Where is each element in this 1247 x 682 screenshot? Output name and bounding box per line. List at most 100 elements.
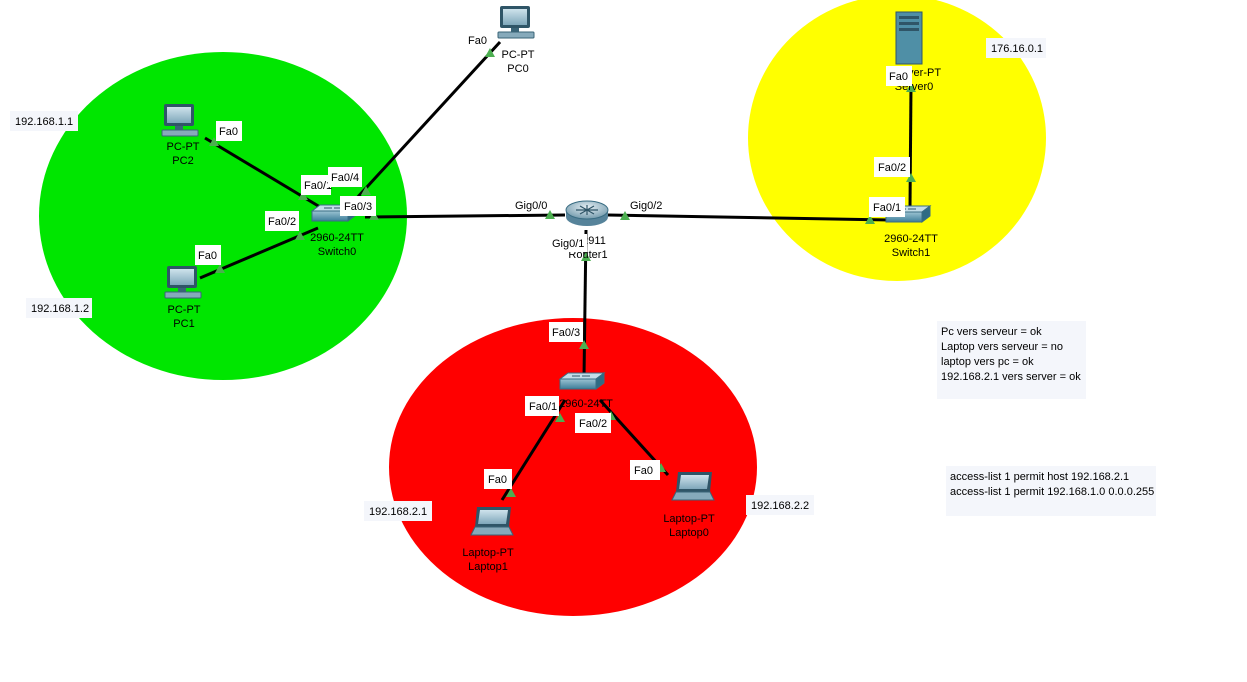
- laptop-icon: [470, 506, 514, 536]
- zone-red: [389, 318, 757, 616]
- note-line: access-list 1 permit 192.168.1.0 0.0.0.2…: [950, 486, 1155, 498]
- svg-text:192.168.2.2: 192.168.2.2: [751, 500, 809, 512]
- svg-text:Gig0/0: Gig0/0: [515, 200, 547, 212]
- device-name: Laptop1: [468, 561, 508, 573]
- port-marker: [215, 264, 225, 273]
- port-labels: Fa0 Fa0 Fa0/1 Fa0/4 Fa0/3 Fa0/2 Fa0 Gig0…: [195, 31, 912, 489]
- device-switch1[interactable]: 2960-24TT Switch1: [884, 205, 938, 259]
- port-label-r1-gig0-2: Gig0/2: [630, 200, 662, 212]
- acl-note[interactable]: access-list 1 permit host 192.168.2.1 ac…: [946, 466, 1156, 516]
- link-switch1-server0[interactable]: [908, 84, 913, 209]
- port-marker: [555, 413, 565, 422]
- svg-text:Fa0/3: Fa0/3: [552, 327, 580, 339]
- device-server0[interactable]: Server-PT Server0: [891, 11, 941, 93]
- svg-text:Fa0/1: Fa0/1: [873, 202, 901, 214]
- pc-icon: [161, 103, 199, 137]
- device-pc2[interactable]: PC-PT PC2: [161, 103, 200, 167]
- link-switch0-router1[interactable]: [364, 213, 566, 219]
- port-marker: [295, 231, 305, 240]
- pc-icon: [497, 5, 535, 39]
- svg-text:192.168.1.1: 192.168.1.1: [15, 116, 73, 128]
- svg-text:Fa0: Fa0: [198, 250, 217, 262]
- link-pc0-switch0[interactable]: [353, 40, 502, 202]
- port-label-r1-gig0-1: Gig0/1: [549, 234, 587, 252]
- port-label-sw2-fa0-1: Fa0/1: [525, 396, 559, 416]
- device-pc0[interactable]: PC-PT PC0: [497, 5, 535, 75]
- ip-label-pc2[interactable]: 192.168.1.1: [10, 111, 78, 131]
- device-type: PC-PT: [168, 304, 201, 316]
- svg-text:192.168.1.2: 192.168.1.2: [31, 303, 89, 315]
- port-label-sw0-fa0-3: Fa0/3: [340, 196, 376, 216]
- switch-icon: [559, 372, 605, 390]
- port-marker: [209, 137, 219, 146]
- note-line: laptop vers pc = ok: [941, 356, 1034, 368]
- device-name: PC1: [173, 318, 194, 330]
- device-type: 2960-24TT: [310, 232, 364, 244]
- note-line: access-list 1 permit host 192.168.2.1: [950, 471, 1130, 483]
- port-label-sw2-fa0-3: Fa0/3: [549, 322, 583, 342]
- port-label-pc0-fa0: Fa0: [465, 31, 489, 49]
- port-label-lap0-fa0: Fa0: [630, 460, 660, 480]
- note-line: 192.168.2.1 vers server = ok: [941, 371, 1081, 383]
- device-laptop1[interactable]: Laptop-PT Laptop1: [462, 506, 514, 573]
- port-marker: [506, 488, 516, 497]
- port-label-sw2-fa0-2: Fa0/2: [575, 413, 611, 433]
- device-name: PC0: [507, 63, 528, 75]
- device-type: Laptop-PT: [663, 513, 715, 525]
- device-switch0[interactable]: 2960-24TT Switch0: [310, 204, 364, 258]
- svg-text:Fa0/1: Fa0/1: [304, 180, 332, 192]
- svg-text:Fa0/4: Fa0/4: [331, 172, 359, 184]
- svg-text:Fa0/1: Fa0/1: [529, 401, 557, 413]
- note-line: Laptop vers serveur = no: [941, 341, 1063, 353]
- port-label-pc1-fa0: Fa0: [195, 245, 221, 265]
- device-name: Switch0: [318, 246, 357, 258]
- device-type: PC-PT: [167, 141, 200, 153]
- link-switch2-laptop1[interactable]: [500, 399, 567, 501]
- port-marker: [485, 48, 495, 57]
- laptop-icon: [671, 471, 715, 501]
- svg-text:192.168.2.1: 192.168.2.1: [369, 506, 427, 518]
- zone-yellow: [748, 0, 1046, 281]
- ip-label-laptop1[interactable]: 192.168.2.1: [364, 501, 432, 521]
- zone-green: [39, 52, 407, 380]
- port-marker: [906, 83, 916, 92]
- port-marker: [865, 215, 875, 224]
- svg-text:Fa0: Fa0: [634, 465, 653, 477]
- port-label-sw0-fa0-1: Fa0/1: [301, 175, 332, 195]
- pc-icon: [164, 265, 202, 299]
- port-label-sw1-fa0-1: Fa0/1: [869, 197, 905, 217]
- device-pc1[interactable]: PC-PT PC1: [164, 265, 202, 330]
- link-router1-switch1[interactable]: [607, 213, 891, 222]
- ip-label-laptop0[interactable]: 192.168.2.2: [746, 495, 814, 515]
- svg-text:Fa0/3: Fa0/3: [344, 201, 372, 213]
- device-laptop0[interactable]: Laptop-PT Laptop0: [663, 471, 715, 539]
- ip-label-pc1[interactable]: 192.168.1.2: [26, 298, 92, 318]
- port-label-r1-gig0-0: Gig0/0: [515, 200, 547, 212]
- svg-text:Fa0/2: Fa0/2: [268, 216, 296, 228]
- port-label-sw0-fa0-4: Fa0/4: [328, 167, 362, 187]
- ip-label-server[interactable]: 176.16.0.1: [986, 38, 1046, 58]
- test-results-note[interactable]: Pc vers serveur = ok Laptop vers serveur…: [937, 321, 1086, 399]
- port-marker: [545, 210, 555, 219]
- server-icon: [895, 11, 923, 65]
- device-type: 2911: [582, 235, 606, 247]
- device-type: Laptop-PT: [462, 547, 514, 559]
- port-marker: [298, 191, 308, 200]
- port-label-pc2-fa0: Fa0: [216, 121, 242, 141]
- svg-text:Fa0/2: Fa0/2: [878, 162, 906, 174]
- svg-text:Fa0/2: Fa0/2: [579, 418, 607, 430]
- svg-text:Fa0: Fa0: [889, 71, 908, 83]
- port-markers: [209, 48, 916, 497]
- ip-labels: 192.168.1.1 192.168.1.2 176.16.0.1 192.1…: [10, 38, 1046, 521]
- svg-text:Fa0: Fa0: [468, 35, 487, 47]
- svg-text:Gig0/1: Gig0/1: [552, 238, 584, 250]
- svg-text:Fa0: Fa0: [488, 474, 507, 486]
- port-marker: [361, 186, 371, 195]
- port-marker: [581, 252, 591, 261]
- svg-text:Gig0/2: Gig0/2: [630, 200, 662, 212]
- device-type: 2960-24TT: [559, 398, 613, 410]
- port-label-sw0-fa0-2: Fa0/2: [265, 211, 299, 231]
- port-label-sw1-fa0-2: Fa0/2: [874, 157, 910, 177]
- device-switch2[interactable]: 2960-24TT: [559, 372, 613, 410]
